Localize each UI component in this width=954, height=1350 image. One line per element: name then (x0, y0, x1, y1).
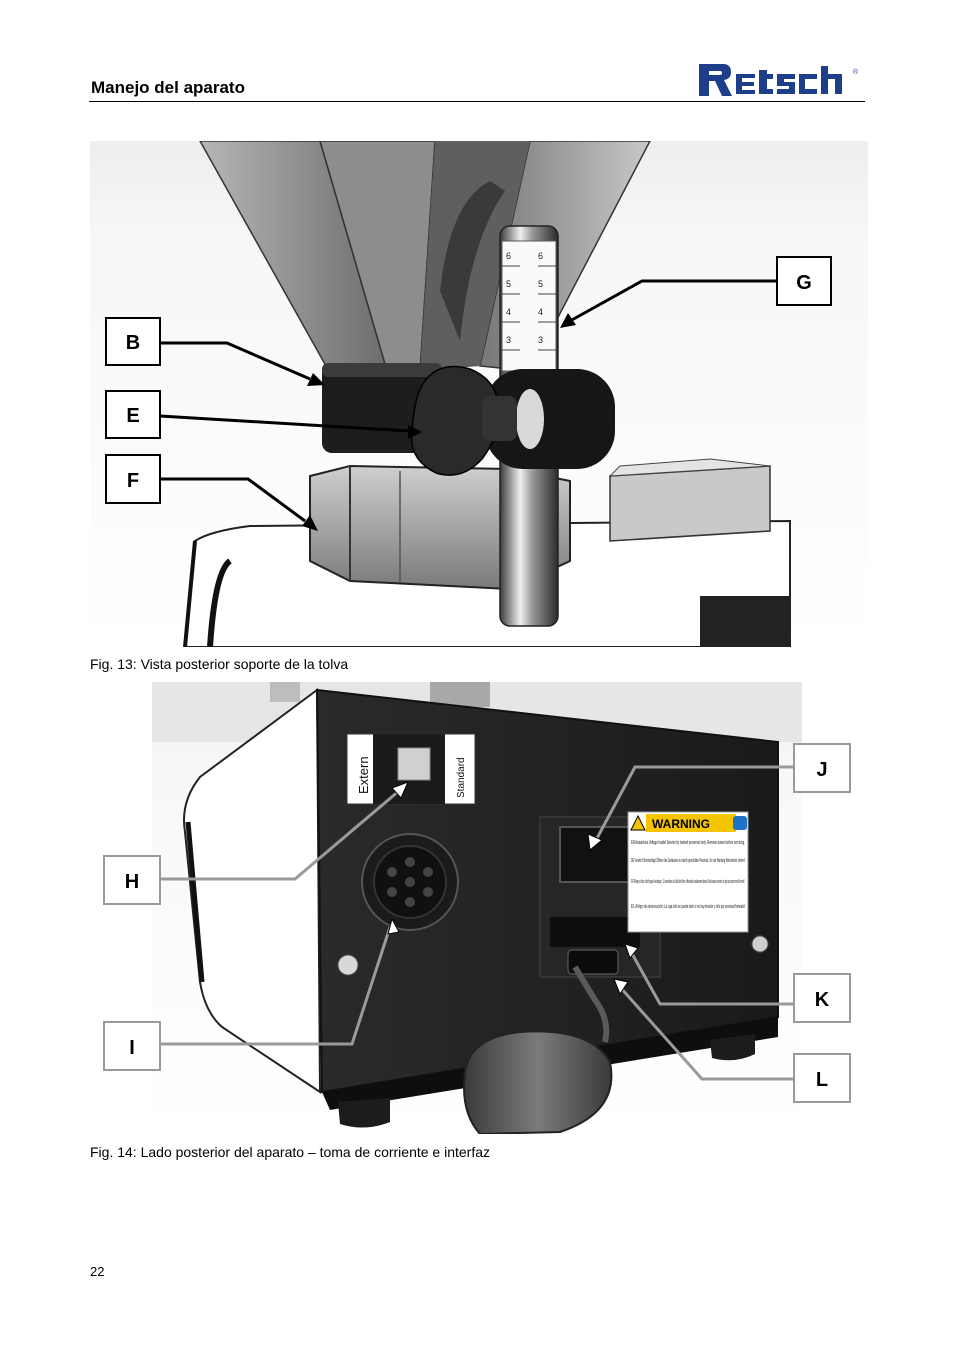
callout-e (105, 390, 161, 439)
retsch-logo: ® (697, 62, 859, 98)
callout-e-label: E (126, 405, 139, 427)
callout-i (103, 1021, 161, 1071)
figure-14-caption: Fig. 14: Lado posterior del aparato – to… (90, 1144, 491, 1160)
callout-h-label: H (125, 871, 139, 893)
callout-j-label: J (816, 759, 827, 781)
switch-label-standard: Standard (456, 757, 467, 798)
warning-line-de: DE Vorsicht Stromschlag! Öffnen des Gehä… (631, 857, 745, 864)
callout-l (793, 1053, 851, 1103)
figure-13-illustration: 6 5 4 3 6 5 4 3 (90, 141, 868, 647)
warning-line-en: EN Hazardous Voltage Inside! Service by … (631, 840, 745, 846)
warning-line-es: ES ¡Peligro de electrocución! ¡La caja s… (631, 904, 745, 910)
callout-g (776, 256, 832, 306)
warning-line-fr: FR Risque d'une décharge électrique ! L'… (631, 879, 745, 885)
section-title: Manejo del aparato (91, 78, 245, 97)
scale-number: 6 (538, 251, 543, 261)
callout-b (105, 317, 161, 366)
callout-f (105, 454, 161, 504)
callout-j (793, 743, 851, 793)
scale-number: 5 (506, 279, 511, 289)
callout-k-label: K (815, 989, 830, 1011)
callout-f-label: F (127, 470, 139, 492)
header-rule (89, 101, 865, 102)
figure-14-illustration: Extern Standard WARNING EN Hazardous Vol… (90, 682, 868, 1134)
callout-h (103, 855, 161, 905)
callout-g-label: G (796, 272, 812, 294)
scale-number: 4 (506, 307, 511, 317)
scale-number: 3 (538, 335, 543, 345)
scale-number: 3 (506, 335, 511, 345)
warning-title: WARNING (652, 817, 710, 831)
callout-b-label: B (126, 332, 140, 354)
callout-k (793, 973, 851, 1023)
callout-i-label: I (129, 1037, 135, 1059)
callout-l-label: L (816, 1069, 828, 1091)
scale-number: 6 (506, 251, 511, 261)
scale-number: 5 (538, 279, 543, 289)
switch-label-extern: Extern (356, 756, 371, 794)
page-number: 22 (90, 1264, 105, 1279)
scale-number: 4 (538, 307, 543, 317)
registered-mark: ® (853, 68, 859, 76)
figure-13-caption: Fig. 13: Vista posterior soporte de la t… (90, 656, 349, 672)
